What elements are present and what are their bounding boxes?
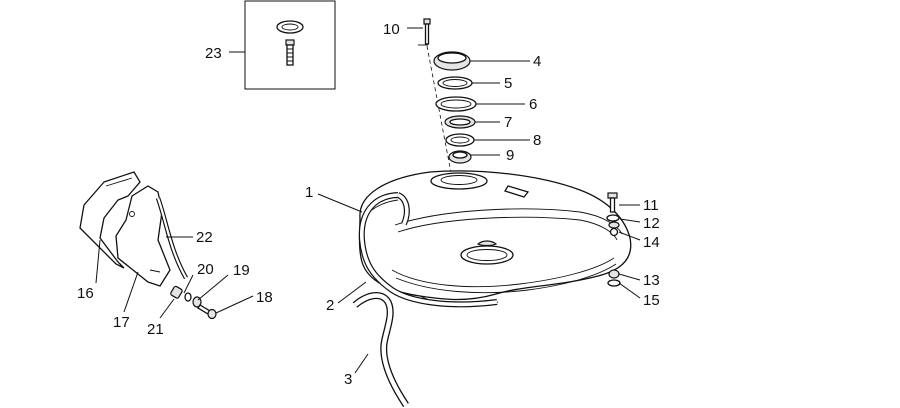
callout-22: 22 (196, 229, 213, 246)
callout-21: 21 (147, 321, 164, 338)
callout-14: 14 (643, 234, 660, 251)
side-cover-icon (79, 171, 188, 287)
leader-lines (95, 27, 641, 374)
filler-cap-icon (418, 18, 477, 179)
callout-1: 1 (305, 184, 313, 201)
callout-labels: 10 23 4 5 6 7 8 9 1 11 12 14 13 15 22 20… (77, 21, 660, 388)
callout-6: 6 (529, 96, 537, 113)
callout-8: 8 (533, 132, 541, 149)
callout-2: 2 (326, 297, 334, 314)
callout-23: 23 (205, 45, 222, 62)
callout-15: 15 (643, 292, 660, 309)
eagle-logo-icon (460, 240, 514, 265)
callout-5: 5 (504, 75, 512, 92)
callout-3: 3 (344, 371, 352, 388)
callout-10: 10 (383, 21, 400, 38)
callout-18: 18 (256, 289, 273, 306)
fuel-hose-icon (352, 292, 409, 407)
rubber-strip-icon (358, 192, 498, 308)
callout-7: 7 (504, 114, 512, 131)
callout-9: 9 (506, 147, 514, 164)
callout-4: 4 (533, 53, 541, 70)
fuel-tank-icon (358, 170, 632, 306)
callout-19: 19 (233, 262, 250, 279)
callout-11: 11 (643, 197, 659, 214)
bolt-icon (606, 192, 621, 287)
callout-20: 20 (197, 261, 214, 278)
callout-17: 17 (113, 314, 130, 331)
inset-box-part-23 (229, 0, 336, 90)
callout-13: 13 (643, 272, 660, 289)
callout-12: 12 (643, 215, 660, 232)
callout-16: 16 (77, 285, 94, 302)
